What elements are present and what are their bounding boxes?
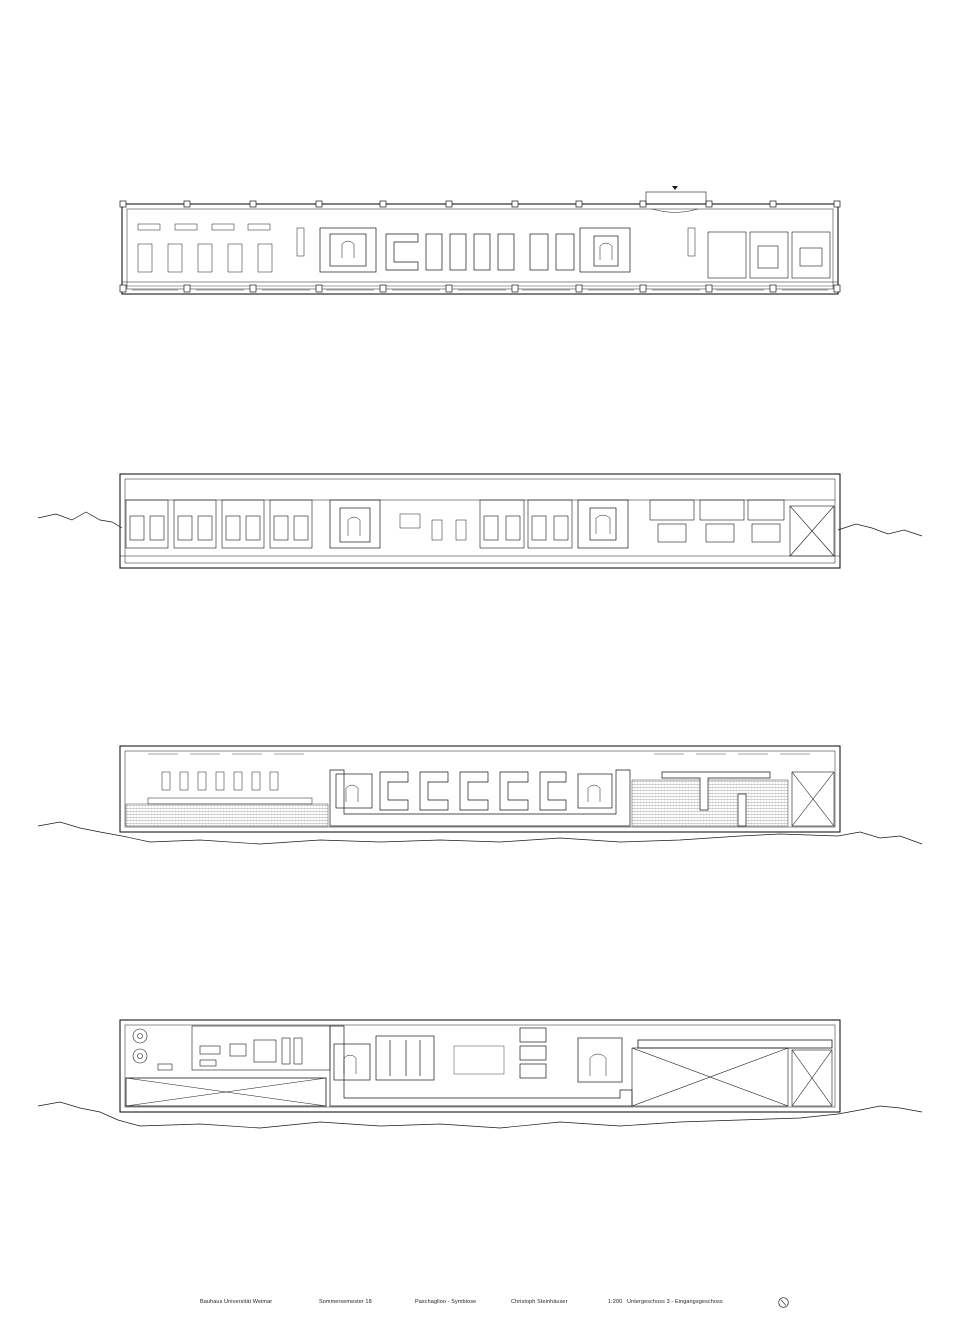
storage-slots [147,771,313,805]
footer-project: Paschaglioo - Symbiose [415,1299,477,1305]
plan-level-3 [37,745,923,845]
outer-wall [119,745,841,833]
core-stair-right [577,499,629,549]
footer-sheet-title: Untergeschoss 3 - Eingangsgeschoss [627,1299,723,1305]
plan-level-2 [37,473,923,569]
core-stair-left [329,499,381,549]
common-room [399,513,467,541]
seminar-tables [137,223,305,273]
terrain-line [37,511,123,529]
long-hall [125,1077,327,1107]
entrance-arrow-icon [672,186,678,190]
outer-wall [119,1019,841,1113]
column-grid [119,200,841,293]
void-shaft [791,1049,833,1107]
outer-wall [119,473,841,569]
void-shaft [789,505,835,557]
guest-rooms-left [125,499,313,549]
north-arrow-icon [778,1297,789,1308]
terrain-line [37,821,923,845]
footer-author: Christoph Steinhäuser [511,1299,568,1305]
cells-row [385,233,575,271]
guest-rooms-right [649,499,785,543]
footer-semester: Sommersemester 18 [319,1299,372,1305]
entrance-canopy [645,191,707,205]
void-shaft [791,771,835,827]
plan-level-4 [37,1019,923,1129]
hatched-ground [631,779,789,827]
t-walls [661,771,771,827]
hatched-ground [125,803,329,827]
large-void [631,1047,789,1107]
tanks [132,1028,173,1071]
footer-scale: 1:200 [608,1299,623,1305]
footer-university: Bauhaus Universität Weimar [200,1299,273,1305]
office-rooms [707,231,831,279]
technical-room [191,1025,331,1071]
guest-rooms-mid [479,499,573,549]
cell-corridor [329,769,631,827]
outer-wall [121,203,839,295]
terrain-line [37,1101,923,1129]
corridor-core [329,1025,633,1107]
core-stair-left [319,227,377,273]
core-stair-right [579,227,631,273]
title-block: Bauhaus Universität Weimar Sommersemeste… [0,1299,960,1311]
plan-entrance-level [119,186,841,295]
